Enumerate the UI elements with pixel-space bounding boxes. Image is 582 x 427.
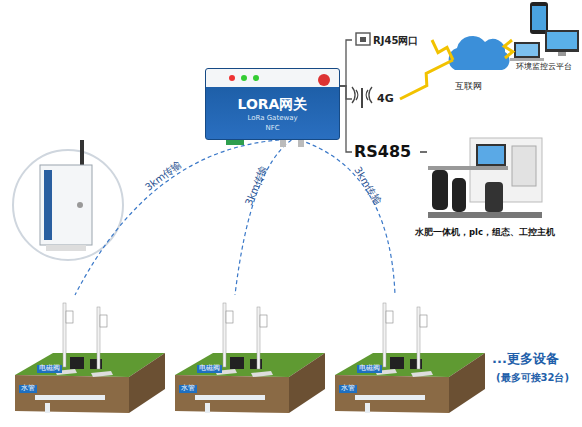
pump <box>432 170 448 210</box>
field-plot: 电磁阀水管 <box>335 295 485 420</box>
note-label: (最多可接32台) <box>496 372 569 383</box>
valve-controller <box>40 165 92 245</box>
bus-line <box>340 40 352 86</box>
wireless-link <box>75 140 279 295</box>
cabinet-panel <box>512 146 536 186</box>
node-text: RS485 <box>354 143 411 161</box>
phone-screen <box>532 6 546 30</box>
node-text: NFC <box>206 125 339 133</box>
cellular-4g: 4G <box>352 84 400 114</box>
field-plot <box>335 303 485 413</box>
edge-label: 3km传输 <box>352 165 384 206</box>
wireless-link <box>300 140 396 295</box>
monitor-screen <box>547 32 577 49</box>
touch-screen <box>476 144 506 166</box>
pump <box>452 178 466 212</box>
node-text: 水管 <box>19 385 37 393</box>
node-text: 电磁阀 <box>37 365 62 373</box>
cloud-platform: 环境监控云平台 <box>512 0 582 74</box>
node-text: 水肥一体机，plc，组态、工控主机 <box>415 228 555 237</box>
rs485-port: RS485 <box>352 140 420 164</box>
node-text: 互联网 <box>455 82 482 92</box>
lightning-link <box>400 60 453 99</box>
lightning-link <box>504 40 513 58</box>
pump <box>485 182 503 212</box>
node-text: 电磁阀 <box>197 365 222 373</box>
device-knob <box>77 202 83 208</box>
node-text: RJ45网口 <box>373 35 418 46</box>
field-plot: 电磁阀水管 <box>15 295 165 420</box>
cloud <box>449 36 510 70</box>
wireless-link <box>235 140 291 295</box>
edge-label: 3km传输 <box>243 164 269 207</box>
rj45-port: RJ45网口 <box>352 30 432 50</box>
inset-circle <box>13 150 123 260</box>
machine-base <box>428 212 542 218</box>
device-stripe <box>44 170 52 240</box>
signal-waves <box>352 87 372 103</box>
lightning-link <box>432 40 453 60</box>
field-plot <box>175 303 325 413</box>
node-text: 电磁阀 <box>357 365 382 373</box>
edge-label: 3km传输 <box>143 158 183 192</box>
node-text: 环境监控云平台 <box>516 63 572 71</box>
internet-cloud: 互联网 <box>445 30 513 96</box>
node-text: 水管 <box>339 385 357 393</box>
rj45-icon <box>356 33 370 45</box>
node-text: 4G <box>377 93 394 105</box>
monitor-stand <box>558 52 566 56</box>
touch-screen-display <box>478 146 504 164</box>
rs485-line <box>420 151 427 152</box>
antenna-icon <box>361 88 363 108</box>
bus-line <box>340 86 352 152</box>
field-plot <box>15 303 165 413</box>
rj45-icon <box>360 37 366 42</box>
antenna-port <box>280 140 286 147</box>
field-plot: 电磁阀水管 <box>175 295 325 420</box>
fertigation-machine: 水肥一体机，plc，组态、工控主机 <box>415 128 575 246</box>
laptop-screen <box>516 44 538 56</box>
monitor <box>545 30 579 52</box>
antenna-port <box>298 140 304 147</box>
node-text: LORA网关 <box>206 97 339 112</box>
phone <box>530 2 548 34</box>
note-label: ...更多设备 <box>492 352 559 366</box>
pipe <box>428 166 508 170</box>
laptop <box>514 42 540 58</box>
node-text: 水管 <box>179 385 197 393</box>
node-text: LoRa Gateway <box>206 115 339 123</box>
antenna <box>80 140 84 168</box>
device-bracket <box>46 245 86 251</box>
bus-line <box>340 86 352 99</box>
terminal-block <box>226 140 244 145</box>
laptop-base <box>510 58 544 61</box>
gateway-box: LORA网关 LoRa GatewayNFC <box>205 68 340 140</box>
